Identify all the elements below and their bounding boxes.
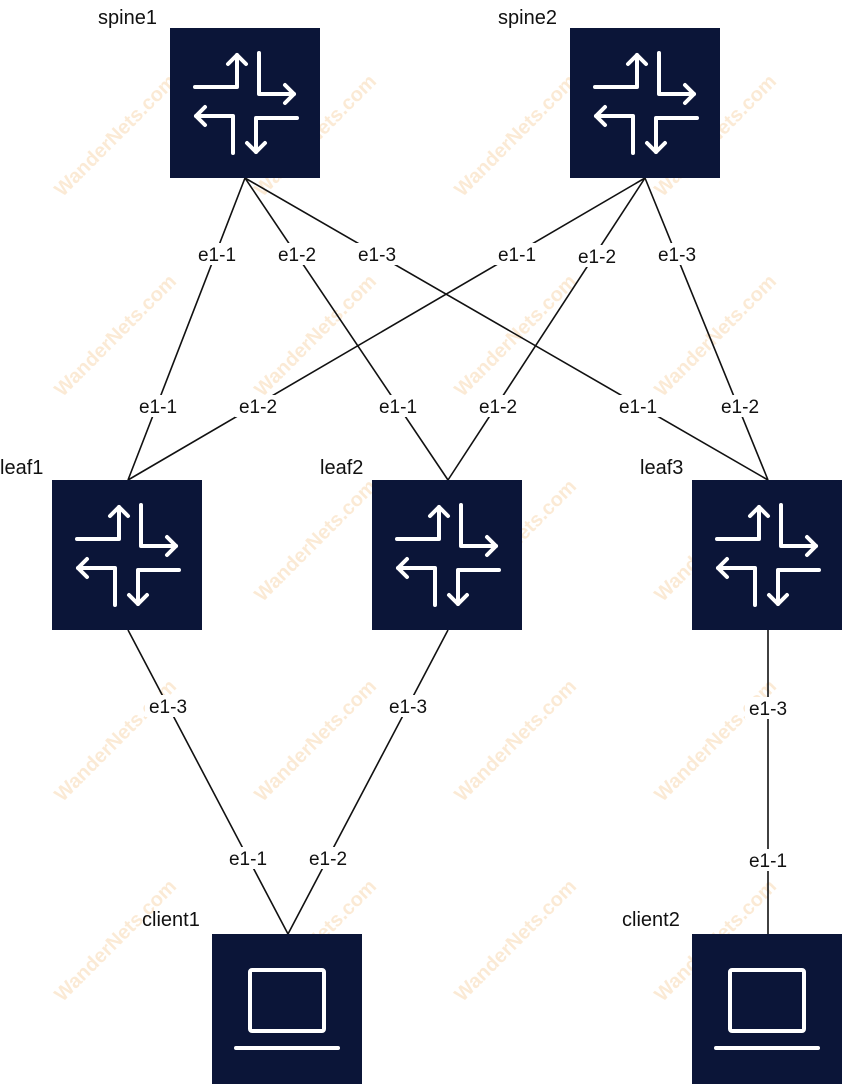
node-leaf3[interactable]: [692, 480, 842, 630]
link-leaf1-client1: [127, 629, 289, 935]
nodes-layer: spine1 spine2 leaf1 leaf2 leaf3 client1 client…: [0, 7, 842, 1084]
port-label-background: [225, 847, 271, 869]
node-leaf2[interactable]: [372, 480, 522, 630]
port-label-background: [574, 245, 620, 267]
router-arrows-icon: [593, 51, 699, 155]
links-layer: [127, 177, 769, 935]
port-label-background: [354, 243, 400, 265]
client2-box[interactable]: [692, 934, 842, 1084]
node-spine1[interactable]: [170, 28, 320, 178]
spine2-box[interactable]: [570, 28, 720, 178]
watermark-text: WanderNets.com: [250, 270, 381, 401]
port-label-leaf2-e1-3: e1-3: [389, 697, 427, 718]
port-label-leaf3-e1-2: e1-2: [721, 397, 759, 418]
port-label-leaf1-e1-3: e1-3: [149, 697, 187, 718]
watermark-text: WanderNets.com: [250, 675, 381, 806]
port-label-leaf1-e1-2: e1-2: [239, 397, 277, 418]
port-label-background: [305, 847, 351, 869]
port-label-spine1-e1-3: e1-3: [358, 245, 396, 266]
port-label-spine1-e1-2: e1-2: [278, 245, 316, 266]
port-label-background: [145, 695, 191, 717]
node-spine2[interactable]: [570, 28, 720, 178]
port-label-background: [745, 849, 791, 871]
port-label-leaf2-e1-1: e1-1: [379, 397, 417, 418]
port-label-leaf3-e1-1: e1-1: [619, 397, 657, 418]
port-label-leaf1-e1-1: e1-1: [139, 397, 177, 418]
link-spine2-leaf3: [644, 177, 769, 481]
link-spine2-leaf2: [447, 177, 646, 481]
watermark-text: WanderNets.com: [450, 675, 581, 806]
spine2-label: spine2: [498, 7, 557, 29]
port-label-background: [135, 395, 181, 417]
port-label-spine1-e1-1: e1-1: [198, 245, 236, 266]
node-leaf1[interactable]: [52, 480, 202, 630]
laptop-icon: [234, 968, 340, 1050]
leaf3-box[interactable]: [692, 480, 842, 630]
port-label-background: [475, 395, 521, 417]
watermark-text: WanderNets.com: [50, 875, 181, 1006]
router-arrows-icon: [193, 51, 299, 155]
leaf2-box[interactable]: [372, 480, 522, 630]
leaf1-label: leaf1: [0, 457, 43, 479]
port-label-leaf3-e1-3: e1-3: [749, 699, 787, 720]
leaf1-box[interactable]: [52, 480, 202, 630]
port-labels-layer: e1-1 e1-1 e1-2 e1-1 e1-3 e1-1 e1-1 e1-2 e1-2 e1-2…: [135, 243, 791, 872]
link-spine1-leaf1: [127, 177, 246, 481]
port-label-client2-e1-1: e1-1: [749, 851, 787, 872]
watermark-text: WanderNets.com: [650, 270, 781, 401]
router-arrows-icon: [75, 503, 181, 607]
client1-box[interactable]: [212, 934, 362, 1084]
port-label-background: [717, 395, 763, 417]
link-leaf2-client1: [287, 629, 449, 935]
port-label-spine2-e1-2: e1-2: [578, 247, 616, 268]
port-label-background: [375, 395, 421, 417]
router-arrows-icon: [715, 503, 821, 607]
leaf3-label: leaf3: [640, 457, 683, 479]
port-label-background: [745, 697, 791, 719]
watermark-text: WanderNets.com: [450, 70, 581, 201]
port-label-background: [494, 243, 540, 265]
port-label-spine2-e1-1: e1-1: [498, 245, 536, 266]
router-arrows-icon: [395, 503, 501, 607]
client1-label: client1: [142, 909, 200, 931]
port-label-background: [615, 395, 661, 417]
link-spine1-leaf3: [244, 177, 769, 481]
port-label-client1-e1-2: e1-2: [309, 849, 347, 870]
link-spine1-leaf2: [244, 177, 449, 481]
port-label-background: [274, 243, 320, 265]
watermark-text: WanderNets.com: [650, 675, 781, 806]
node-client2[interactable]: [692, 934, 842, 1084]
leaf2-label: leaf2: [320, 457, 363, 479]
watermark-text: WanderNets.com: [450, 875, 581, 1006]
port-label-client1-e1-1: e1-1: [229, 849, 267, 870]
watermark-text: WanderNets.com: [50, 70, 181, 201]
laptop-icon: [714, 968, 820, 1050]
port-label-spine2-e1-3: e1-3: [658, 245, 696, 266]
spine1-box[interactable]: [170, 28, 320, 178]
spine1-label: spine1: [98, 7, 157, 29]
link-spine2-leaf1: [127, 177, 646, 481]
port-label-background: [385, 695, 431, 717]
client2-label: client2: [622, 909, 680, 931]
port-label-leaf2-e1-2: e1-2: [479, 397, 517, 418]
port-label-background: [654, 243, 700, 265]
port-label-background: [194, 243, 240, 265]
watermark-text: WanderNets.com: [250, 475, 381, 606]
watermark-text: WanderNets.com: [450, 270, 581, 401]
port-label-background: [235, 395, 281, 417]
watermark-text: WanderNets.com: [50, 270, 181, 401]
node-client1[interactable]: [212, 934, 362, 1084]
